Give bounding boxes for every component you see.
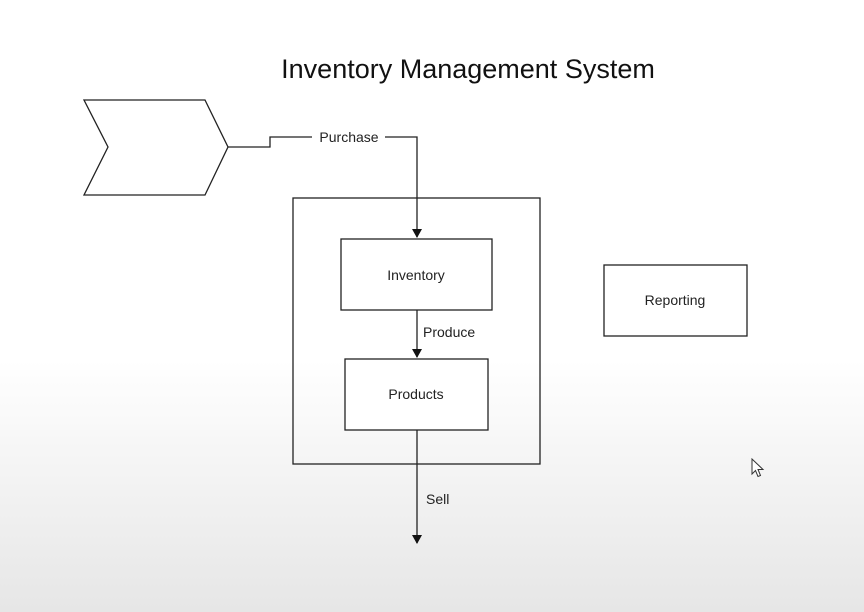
products-node[interactable]: Products bbox=[344, 358, 489, 431]
reporting-label: Reporting bbox=[645, 292, 706, 308]
supplier-chevron-node[interactable] bbox=[82, 99, 229, 196]
sell-label: Sell bbox=[426, 491, 449, 507]
reporting-node[interactable]: Reporting bbox=[603, 264, 748, 337]
purchase-label: Purchase bbox=[319, 129, 378, 145]
purchase-connector[interactable]: Purchase bbox=[228, 129, 422, 238]
sell-connector[interactable]: Sell bbox=[412, 430, 449, 544]
inventory-node[interactable]: Inventory bbox=[340, 238, 493, 311]
diagram-title: Inventory Management System bbox=[281, 54, 655, 84]
products-label: Products bbox=[388, 386, 443, 402]
produce-connector[interactable]: Produce bbox=[412, 310, 475, 358]
produce-label: Produce bbox=[423, 324, 475, 340]
mouse-pointer-icon bbox=[751, 458, 765, 478]
inventory-label: Inventory bbox=[387, 267, 445, 283]
